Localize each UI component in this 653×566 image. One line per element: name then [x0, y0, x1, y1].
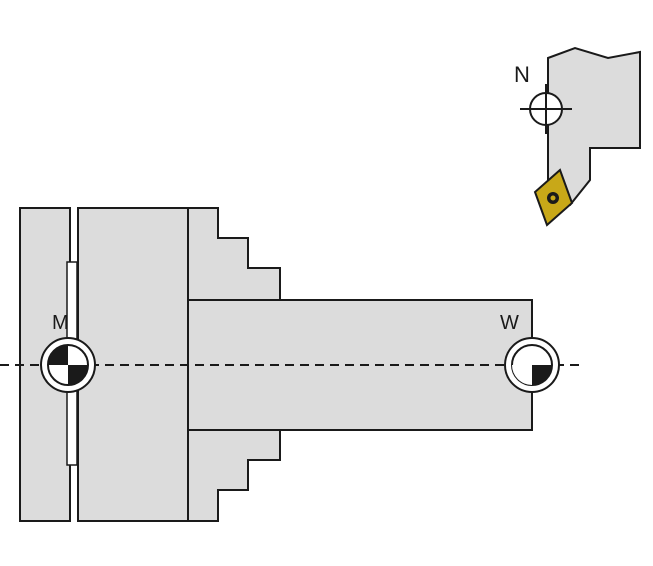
machine-zero-symbol [40, 337, 96, 393]
workpiece-zero-label: W [500, 312, 519, 334]
machine-zero-label: M [52, 312, 69, 334]
tool-reference-label: N [514, 62, 530, 87]
tool-reference-symbol [520, 84, 572, 134]
cutting-insert [533, 168, 574, 227]
chuck-jaw-lower [187, 429, 281, 522]
workpiece-zero-symbol [504, 337, 560, 393]
chuck-jaw-upper [187, 207, 281, 301]
